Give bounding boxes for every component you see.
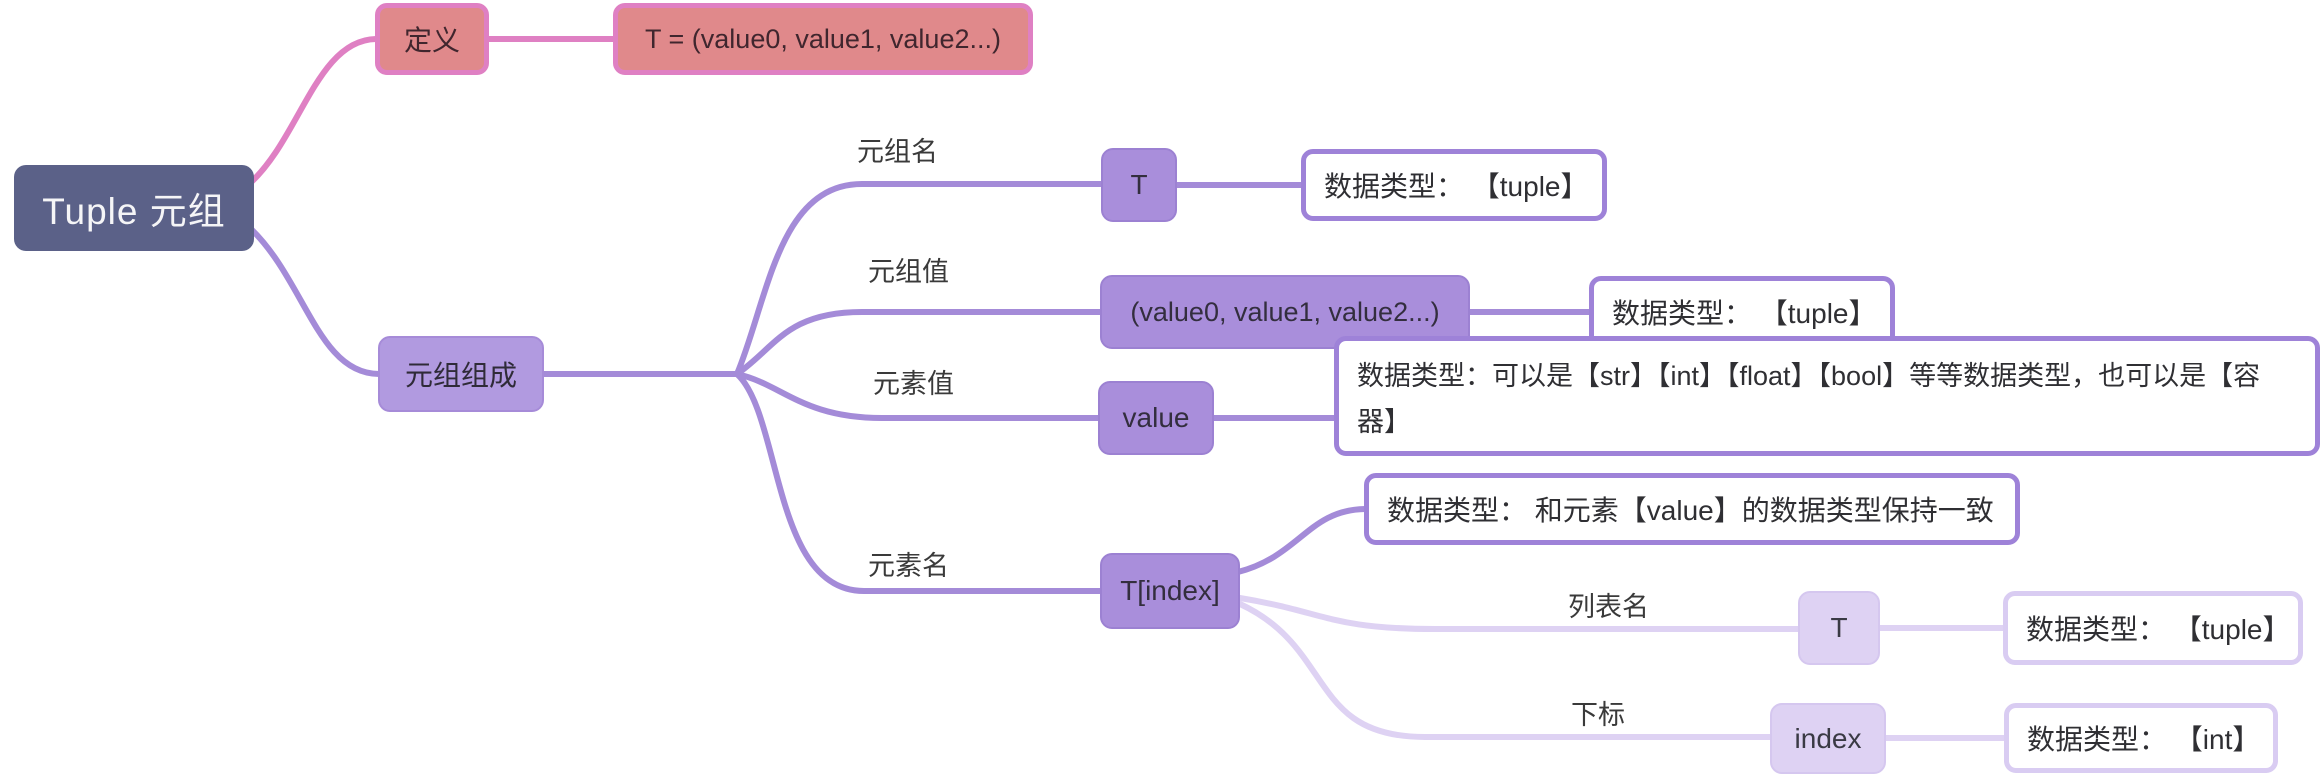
edge-label-tuple-value[interactable]: 元组值 <box>868 257 949 287</box>
edge-label-list-name[interactable]: 列表名 <box>1568 592 1649 622</box>
edge-root-to-def <box>245 36 379 188</box>
edge-tindex-to-note4 <box>1235 506 1368 575</box>
edge-label-tuple-name[interactable]: 元组名 <box>857 137 938 167</box>
edge-fan-to-elementname <box>734 371 1104 594</box>
node-tuple-name[interactable]: T <box>1101 148 1177 222</box>
note-sub-subscript-datatype[interactable]: 数据类型： 【int】 <box>2004 703 2278 773</box>
edge-root-to-comp <box>247 225 382 377</box>
node-sub-list-name[interactable]: T <box>1798 591 1880 665</box>
node-root[interactable]: Tuple 元组 <box>14 165 254 251</box>
edge-label-element-name[interactable]: 元素名 <box>868 551 949 581</box>
edge-label-element-value[interactable]: 元素值 <box>873 369 954 399</box>
node-element-value[interactable]: value <box>1098 381 1214 455</box>
note-element-value-datatype[interactable]: 数据类型：可以是【str】【int】【float】【bool】等等数据类型，也可… <box>1334 336 2320 456</box>
node-definition-formula[interactable]: T = (value0, value1, value2...) <box>613 3 1033 75</box>
note-element-name-datatype[interactable]: 数据类型： 和元素【value】的数据类型保持一致 <box>1364 473 2020 545</box>
node-composition[interactable]: 元组组成 <box>378 336 544 412</box>
note-sub-list-name-datatype[interactable]: 数据类型： 【tuple】 <box>2003 591 2303 665</box>
edge-fan-to-tuplename <box>734 181 1105 377</box>
node-element-name[interactable]: T[index] <box>1100 553 1240 629</box>
edge-fan-to-tuplevalue <box>734 309 1104 377</box>
node-definition[interactable]: 定义 <box>375 3 489 75</box>
edge-label-subscript[interactable]: 下标 <box>1571 700 1625 730</box>
edge-tindex-to-listname <box>1237 595 1802 632</box>
edge-fan-to-elementvalue <box>734 371 1102 421</box>
note-tuple-name-datatype[interactable]: 数据类型： 【tuple】 <box>1301 149 1607 221</box>
node-sub-subscript[interactable]: index <box>1770 703 1886 774</box>
edge-tindex-to-subscript <box>1237 601 1774 740</box>
